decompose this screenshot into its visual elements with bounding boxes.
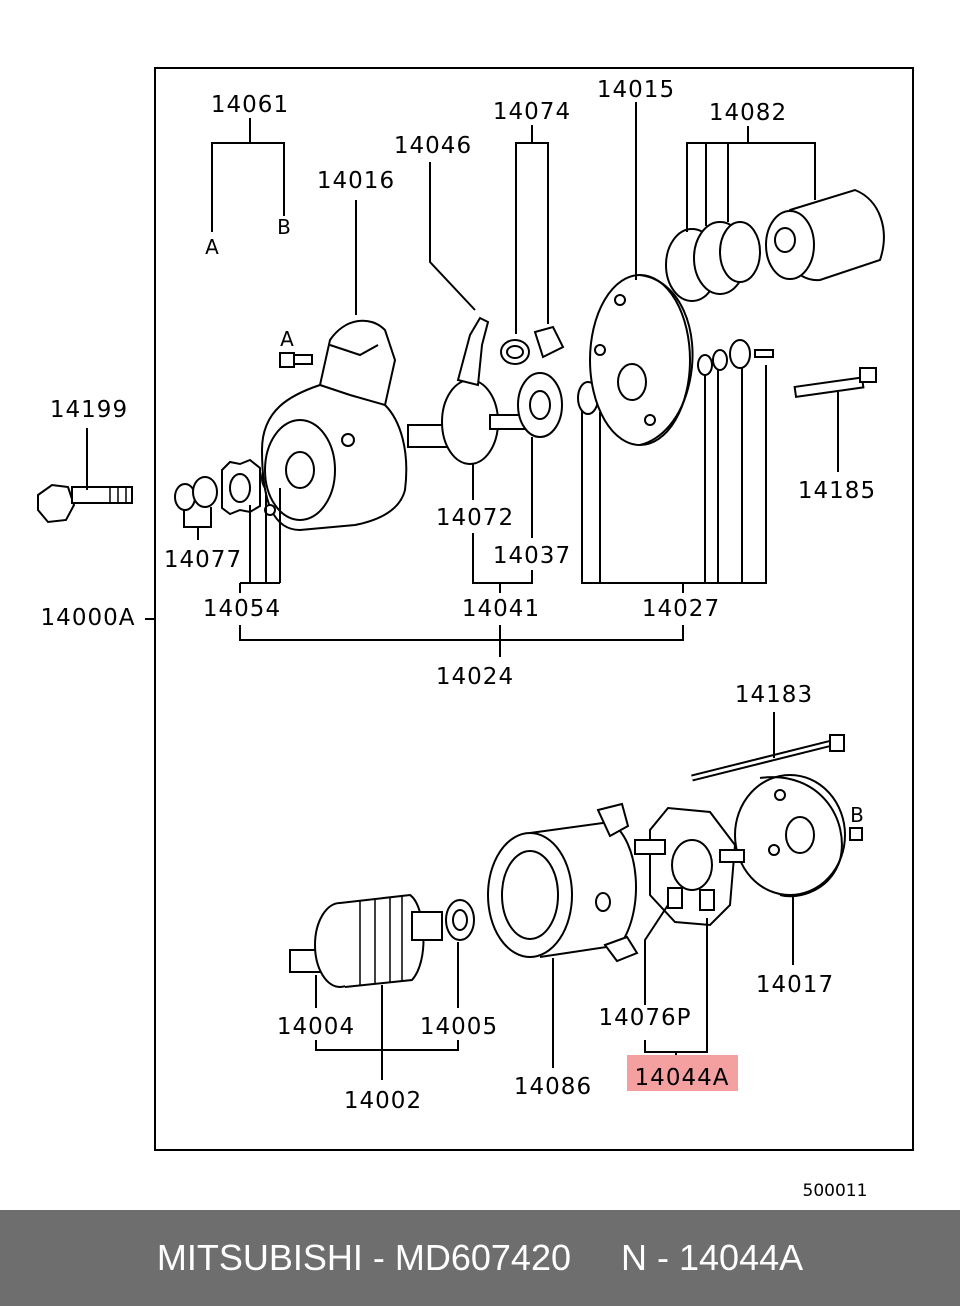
label-14002: 14002	[344, 1088, 422, 1114]
label-14005: 14005	[420, 1014, 498, 1040]
label-14016: 14016	[317, 168, 395, 194]
bolt-14199	[37, 483, 133, 524]
label-b-low: B	[850, 803, 864, 827]
label-14041: 14041	[462, 596, 540, 622]
yoke-14086	[487, 802, 639, 963]
diagram-frame	[154, 67, 914, 1151]
shaft-14072	[407, 379, 531, 465]
label-14185: 14185	[798, 478, 876, 504]
label-14086: 14086	[514, 1074, 592, 1100]
bearing-14005	[445, 899, 475, 941]
label-14027: 14027	[642, 596, 720, 622]
label-14072: 14072	[436, 505, 514, 531]
brush-holder-14044A	[634, 806, 745, 927]
label-14199: 14199	[50, 397, 128, 423]
solenoid-14082	[765, 188, 885, 282]
label-14054: 14054	[203, 596, 281, 622]
footer-bar: MITSUBISHI - MD607420 N - 14044A	[0, 1210, 960, 1306]
label-14082: 14082	[709, 100, 787, 126]
label-14015: 14015	[597, 77, 675, 103]
label-14061: 14061	[211, 92, 289, 118]
label-b-top: B	[277, 215, 291, 239]
rear-cover-14017	[734, 774, 846, 898]
starter-exploded-diagram: 14061 A B 14016 A 14046 14074 14015 1408…	[37, 67, 914, 1201]
label-14077: 14077	[164, 547, 242, 573]
leader-lines	[86, 102, 839, 1080]
front-bracket-14016	[260, 319, 408, 532]
lever-14046	[456, 316, 490, 387]
label-14000A: 14000A	[41, 605, 136, 631]
footer-part-number: MD607420	[394, 1237, 571, 1278]
spring-14074	[500, 325, 565, 365]
plates-14082	[665, 221, 761, 302]
diagram-code: 500011	[803, 1181, 868, 1201]
label-14037: 14037	[493, 543, 571, 569]
armature-14002	[289, 893, 443, 988]
screw-b	[849, 827, 863, 841]
label-14183: 14183	[735, 682, 813, 708]
label-14076P: 14076P	[598, 1005, 691, 1031]
bolt-14183	[691, 734, 845, 782]
highlight-14044A	[627, 1055, 738, 1091]
label-14004: 14004	[277, 1014, 355, 1040]
label-14044A: 14044A	[635, 1065, 730, 1091]
label-14046: 14046	[394, 133, 472, 159]
label-14017: 14017	[756, 972, 834, 998]
screw-a	[279, 352, 313, 368]
label-a-top: A	[205, 235, 219, 259]
washers-14027	[697, 339, 774, 376]
label-14074: 14074	[493, 99, 571, 125]
clip-rings-14077	[174, 476, 218, 511]
footer-brand: MITSUBISHI	[156, 1237, 363, 1278]
label-14024: 14024	[436, 664, 514, 690]
footer-separator: -	[362, 1237, 395, 1278]
gear-housing-14015	[589, 274, 694, 446]
bolt-14185	[793, 367, 877, 398]
footer-ref: N - 14044A	[621, 1237, 804, 1278]
part-labels: 14061 A B 14016 A 14046 14074 14015 1408…	[41, 77, 876, 1201]
label-a-mid: A	[280, 327, 294, 351]
footer-gap	[571, 1237, 621, 1279]
gear-14037	[517, 372, 563, 438]
